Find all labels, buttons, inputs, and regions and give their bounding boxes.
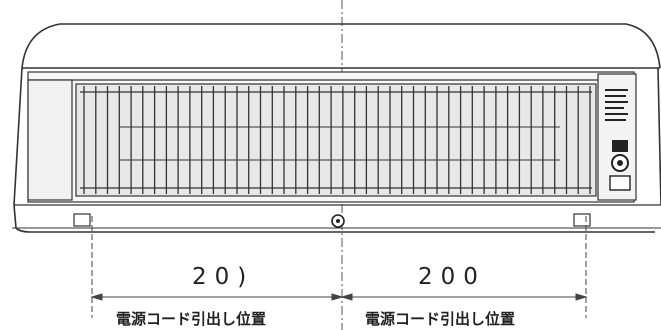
center-screw-icon xyxy=(331,214,345,228)
square-button-icon[interactable] xyxy=(609,175,631,191)
left-dimension-label: 電源コード引出し位置 xyxy=(116,310,267,328)
unit-feet xyxy=(73,213,591,227)
right-dimension-label: 電源コード引出し位置 xyxy=(365,310,516,328)
dimension-lines xyxy=(90,216,588,318)
unit-housing xyxy=(12,23,661,233)
indicator-block-icon xyxy=(612,140,628,152)
right-dimension-value: 200 xyxy=(418,264,486,290)
text-lines-icon xyxy=(605,89,628,121)
power-knob-icon[interactable] xyxy=(611,154,629,172)
grille-bars xyxy=(83,86,591,194)
control-panel xyxy=(597,73,637,201)
left-dimension-value: 20) xyxy=(192,264,255,290)
